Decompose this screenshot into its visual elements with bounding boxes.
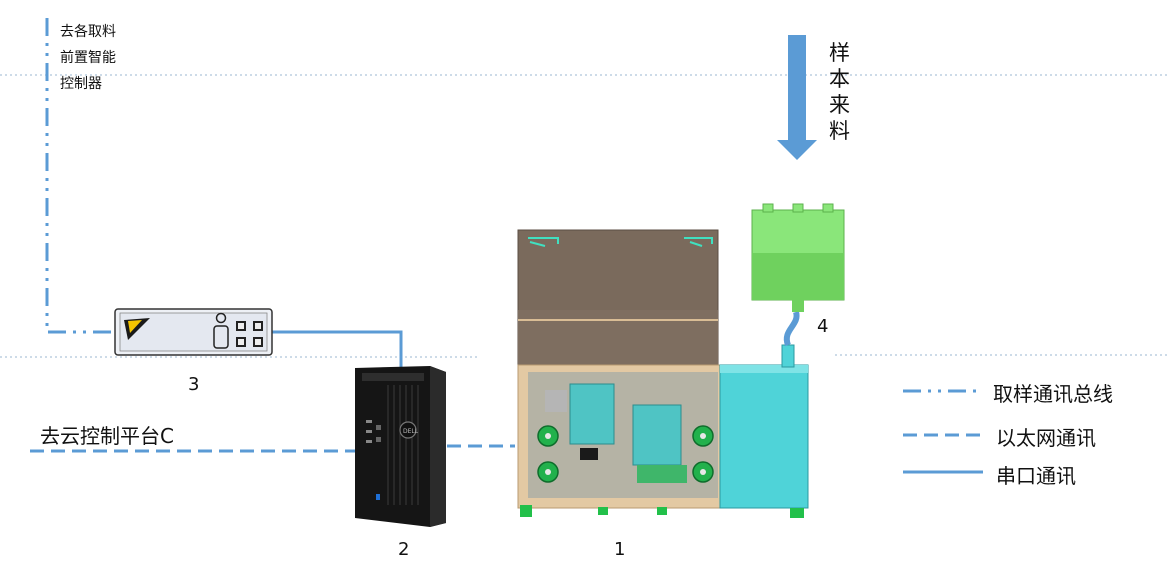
feed-hopper-icon [751, 203, 845, 312]
sampling-machine-icon [517, 229, 809, 518]
legend-label-serial: 串口通讯 [996, 464, 1076, 488]
sample-feed-label: 样本来料 [829, 41, 850, 143]
legend-label-bus: 取样通讯总线 [993, 382, 1113, 406]
serial-controller-icon [114, 308, 273, 356]
tower-server-icon: DELL [355, 366, 446, 527]
legend-label-ethernet: 以太网通讯 [996, 426, 1096, 450]
sample-feed-arrow [777, 35, 817, 160]
label-controller-number: 3 [188, 374, 200, 395]
svg-text:DELL: DELL [403, 428, 419, 435]
serial-link-line [272, 330, 403, 368]
label-machine-number: 1 [614, 539, 626, 560]
label-hopper-number: 4 [817, 316, 829, 337]
to-cloud-label: 去云控制平台C [40, 424, 174, 448]
sampling-bus-line [45, 18, 115, 334]
label-server-number: 2 [398, 539, 410, 560]
to-controllers-label: 去各取料前置智能控制器 [60, 24, 116, 92]
